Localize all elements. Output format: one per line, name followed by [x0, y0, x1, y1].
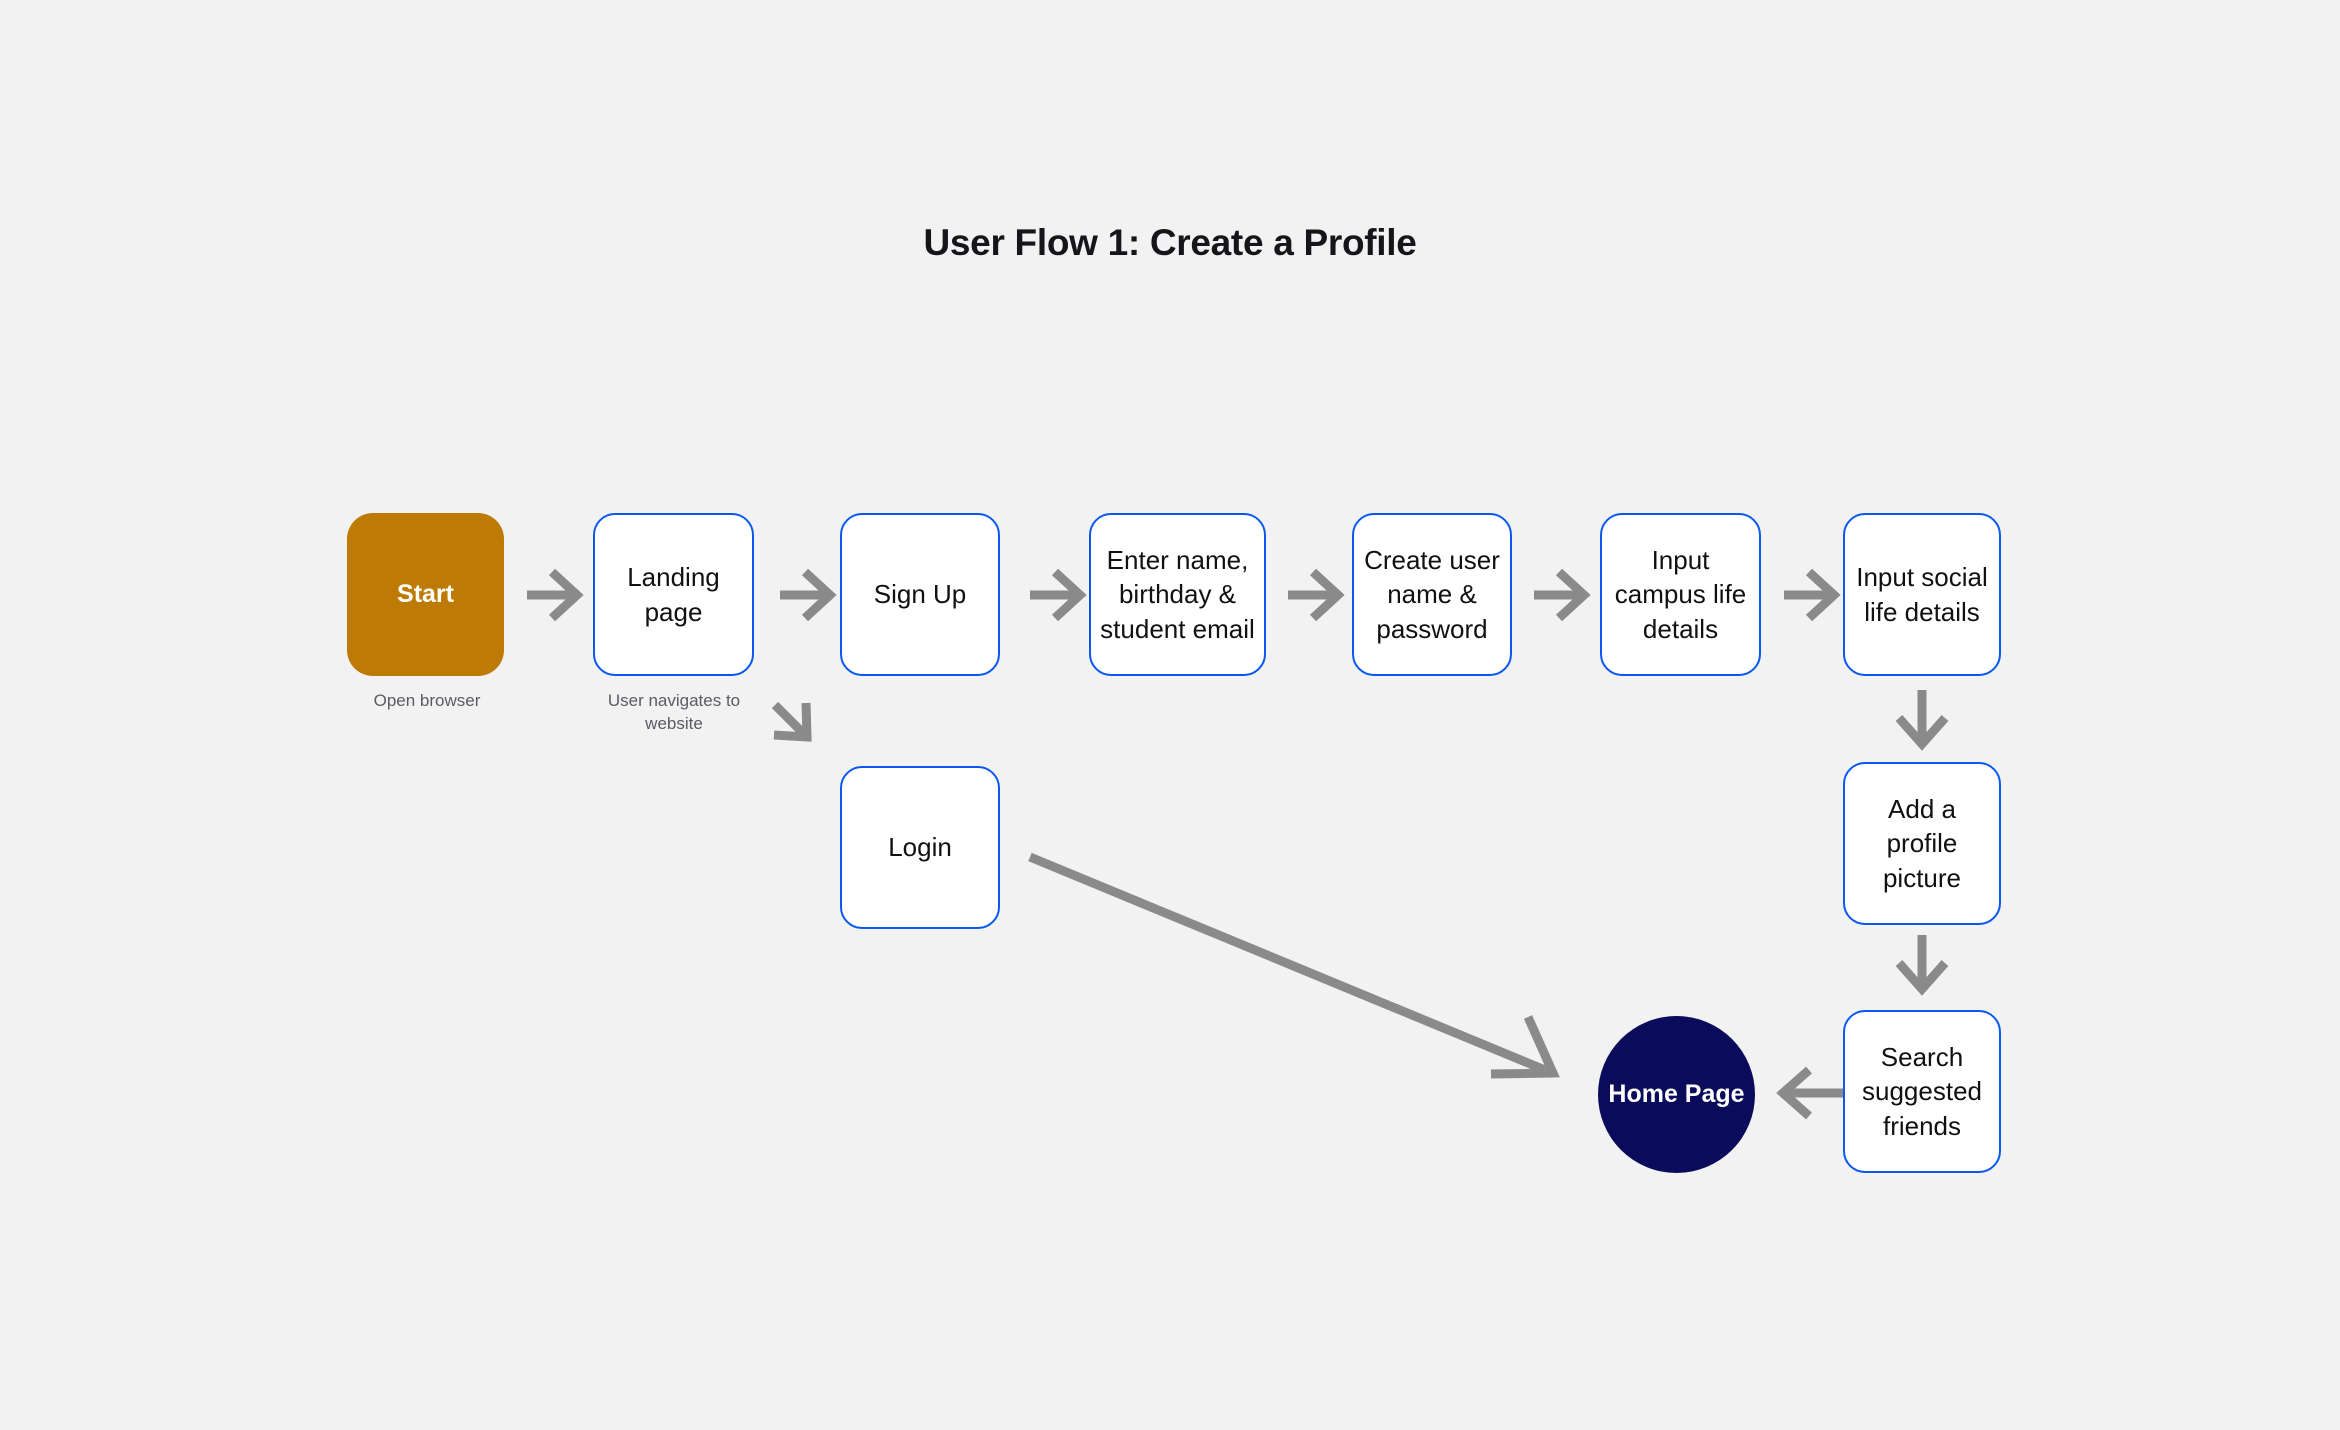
node-start[interactable]: Start — [347, 513, 504, 676]
node-create-credentials-label: Create user name & password — [1364, 545, 1500, 644]
node-landing-page[interactable]: Landing page — [593, 513, 754, 676]
node-login[interactable]: Login — [840, 766, 1000, 929]
arrow-campus-to-social — [1784, 568, 1841, 622]
node-social-life-details[interactable]: Input social life details — [1843, 513, 2001, 676]
arrow-login-to-home — [1028, 852, 1560, 1079]
node-search-suggested-friends-label: Search suggested friends — [1862, 1042, 1982, 1141]
node-landing-page-label: Landing page — [627, 562, 720, 627]
node-enter-info[interactable]: Enter name, birthday & student email — [1089, 513, 1266, 676]
node-sign-up-label: Sign Up — [873, 579, 967, 610]
node-landing-page-caption: User navigates to website — [607, 691, 741, 733]
arrow-social-to-profile-picture — [1895, 690, 1949, 751]
page-title: User Flow 1: Create a Profile — [923, 222, 1417, 263]
node-home-page[interactable]: Home Page — [1598, 1016, 1755, 1173]
arrow-landing-to-login — [771, 701, 812, 742]
arrow-friends-to-home — [1776, 1066, 1843, 1120]
arrow-enter-info-to-credentials — [1288, 568, 1345, 622]
node-add-profile-picture[interactable]: Add a profile picture — [1843, 762, 2001, 925]
node-search-suggested-friends[interactable]: Search suggested friends — [1843, 1010, 2001, 1173]
node-home-page-label: Home Page — [1608, 1079, 1745, 1108]
node-social-life-details-label: Input social life details — [1856, 562, 1988, 627]
node-enter-info-label: Enter name, birthday & student email — [1100, 545, 1255, 644]
arrow-credentials-to-campus — [1534, 568, 1591, 622]
node-create-credentials[interactable]: Create user name & password — [1352, 513, 1512, 676]
arrow-start-to-landing — [527, 568, 584, 622]
node-start-caption: Open browser — [373, 691, 481, 710]
arrow-signup-to-enter-info — [1030, 568, 1087, 622]
arrow-profile-picture-to-friends — [1895, 935, 1949, 996]
node-start-label: Start — [397, 580, 454, 608]
node-campus-life-details[interactable]: Input campus life details — [1600, 513, 1761, 676]
node-sign-up[interactable]: Sign Up — [840, 513, 1000, 676]
node-campus-life-details-label: Input campus life details — [1614, 545, 1747, 644]
arrow-landing-to-signup — [780, 568, 837, 622]
node-login-label: Login — [888, 832, 952, 863]
node-add-profile-picture-label: Add a profile picture — [1882, 794, 1962, 893]
